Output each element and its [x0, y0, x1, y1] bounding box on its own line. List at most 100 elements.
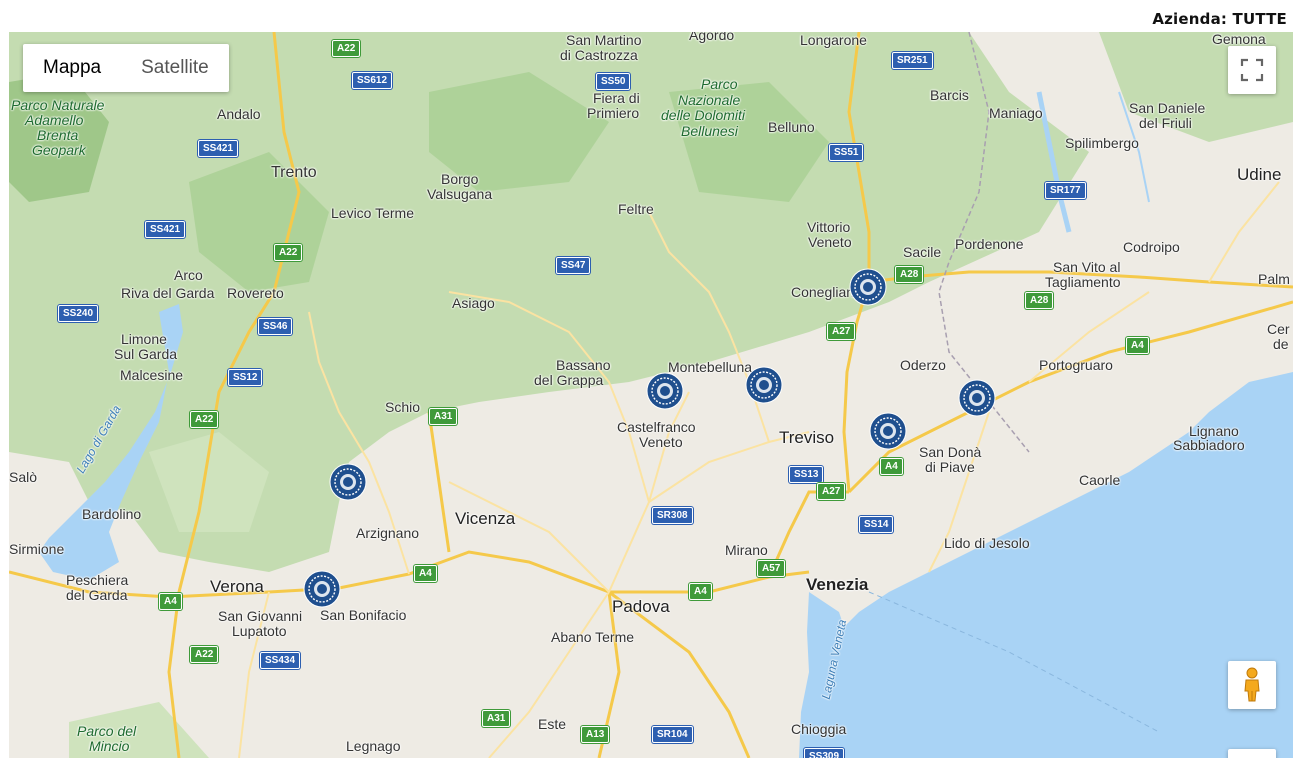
place-label: Asiago [452, 295, 495, 311]
road-shield: A4 [880, 458, 903, 475]
road-shield: SS47 [556, 257, 591, 274]
road-shield: A4 [159, 593, 182, 610]
road-shield: A22 [332, 40, 361, 57]
park-label: Adamello [25, 112, 84, 128]
place-label: Padova [612, 597, 670, 616]
seal-marker-icon[interactable] [329, 463, 367, 501]
place-label: di Piave [925, 459, 975, 475]
place-label: Sul Garda [114, 346, 178, 362]
place-label: Arco [174, 267, 203, 283]
map-type-satellite-button[interactable]: Satellite [141, 57, 209, 78]
place-label: San Martino [566, 32, 642, 48]
place-label: Sirmione [9, 541, 65, 557]
place-label: Riva del Garda [121, 285, 215, 301]
place-label: Spilimbergo [1065, 135, 1139, 151]
road-shield: SS51 [829, 144, 864, 161]
seal-marker-icon[interactable] [869, 412, 907, 450]
road-shield: SS612 [352, 72, 393, 89]
park-label: Brenta [37, 127, 79, 143]
place-label: Agordo [689, 32, 735, 43]
place-label: Fiera di [593, 90, 640, 106]
place-label: Caorle [1079, 472, 1121, 488]
street-view-button[interactable] [1228, 661, 1276, 709]
place-label: San Bonifacio [320, 607, 407, 623]
place-label: di Castrozza [560, 47, 638, 63]
place-label: Oderzo [900, 357, 946, 373]
place-label: Maniago [989, 105, 1043, 121]
park-label: Mincio [89, 738, 130, 754]
road-shield: SR251 [892, 52, 933, 69]
map-type-control: Mappa Satellite [23, 44, 229, 92]
fullscreen-icon [1240, 58, 1264, 82]
road-shield: A27 [827, 323, 856, 340]
place-label: Cer [1267, 321, 1290, 337]
place-label: Udine [1237, 165, 1282, 184]
road-shield: A27 [817, 483, 846, 500]
place-label: Sacile [903, 244, 942, 260]
place-label: Conegliano [791, 284, 862, 300]
place-label: Veneto [639, 434, 683, 450]
place-label: Venezia [806, 575, 869, 594]
seal-marker-icon[interactable] [745, 366, 783, 404]
place-label: Bassano [556, 357, 611, 373]
seal-marker-icon[interactable] [646, 372, 684, 410]
place-label: Malcesine [120, 367, 184, 383]
place-label: Veneto [808, 234, 852, 250]
road-shield: A57 [757, 560, 786, 577]
zoom-control[interactable] [1228, 749, 1276, 758]
road-shield: A31 [482, 710, 511, 727]
place-label: Borgo [441, 171, 479, 187]
park-label: Parco [701, 76, 738, 92]
place-label: Palm [1258, 271, 1290, 287]
road-shield: SS12 [228, 369, 263, 386]
fullscreen-button[interactable] [1228, 46, 1276, 94]
road-shield: SS421 [145, 221, 186, 238]
header-bar: Azienda: TUTTE [0, 0, 1293, 32]
park-label: Bellunesi [681, 123, 738, 139]
road-shield: A28 [1025, 292, 1054, 309]
seal-marker-icon[interactable] [849, 268, 887, 306]
place-label: Belluno [768, 119, 815, 135]
park-label: delle Dolomiti [661, 107, 746, 123]
seal-marker-icon[interactable] [958, 379, 996, 417]
pegman-icon [1244, 667, 1260, 702]
road-shield: SR308 [652, 507, 693, 524]
place-label: del Friuli [1139, 115, 1192, 131]
azienda-filter-label[interactable]: Azienda: TUTTE [1152, 10, 1287, 28]
place-label: Sabbiadoro [1173, 437, 1245, 453]
place-label: Montebelluna [668, 359, 753, 375]
place-label: Lido di Jesolo [944, 535, 1030, 551]
place-label: Longarone [800, 32, 867, 48]
park-label: Nazionale [678, 92, 741, 108]
map-base-layer [9, 32, 1293, 758]
place-label: Andalo [217, 106, 261, 122]
road-shield: SR104 [652, 726, 693, 743]
place-label: Primiero [587, 105, 640, 121]
road-shield: SS309 [804, 748, 845, 758]
place-label: del Grappa [534, 372, 604, 388]
seal-marker-icon[interactable] [303, 570, 341, 608]
place-label: Levico Terme [331, 205, 415, 221]
road-shield: SS434 [260, 652, 301, 669]
place-label: Mirano [725, 542, 768, 558]
road-shield: SS46 [258, 318, 293, 335]
place-label: Este [538, 716, 567, 732]
place-label: San Vito al [1053, 259, 1121, 275]
road-shield: A22 [190, 646, 219, 663]
place-label: Rovereto [227, 285, 284, 301]
road-shield: A13 [581, 726, 610, 743]
place-label: Treviso [779, 428, 835, 447]
map-canvas[interactable]: Trento Andalo Borgo Valsugana Levico Ter… [9, 32, 1293, 758]
place-label: de [1273, 336, 1289, 352]
map-type-mappa-button[interactable]: Mappa [43, 57, 102, 78]
place-label: Lupatoto [232, 623, 287, 639]
place-label: Bardolino [82, 506, 142, 522]
road-shield: SR177 [1045, 182, 1086, 199]
road-shield: A28 [895, 266, 924, 283]
road-shield: A22 [274, 244, 303, 261]
place-label: Legnago [346, 738, 401, 754]
place-label: Vicenza [455, 509, 516, 528]
road-shield: SS421 [198, 140, 239, 157]
place-label: Arzignano [356, 525, 420, 541]
road-shield: A4 [1126, 337, 1149, 354]
